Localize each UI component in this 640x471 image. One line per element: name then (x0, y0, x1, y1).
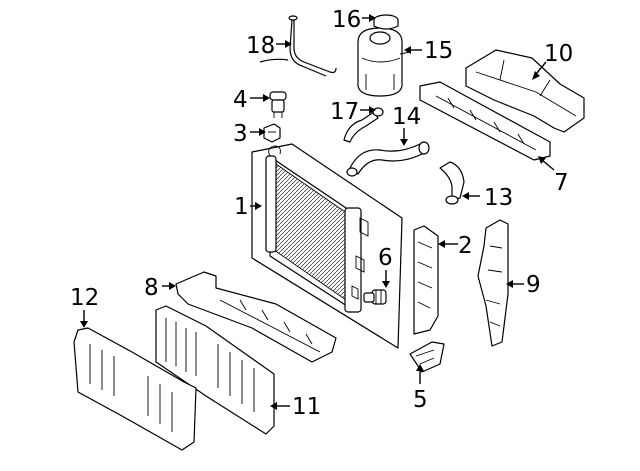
callout-11: 11 (292, 394, 321, 420)
mounting-clip (263, 123, 281, 143)
lower-bracket (409, 341, 445, 373)
callout-16: 16 (332, 7, 361, 33)
callout-12: 12 (70, 285, 99, 311)
callout-10: 10 (544, 41, 573, 67)
callout-18: 18 (246, 33, 275, 59)
lower-radiator-hose (439, 161, 465, 205)
callout-labels: 1 2 3 4 5 6 7 8 9 10 11 12 13 14 15 16 1… (70, 7, 573, 420)
drain-plug (363, 289, 387, 305)
rubber-mount (269, 91, 287, 118)
shutter-frame (73, 327, 197, 451)
air-shutter-assembly (155, 305, 275, 435)
side-air-guide-left (413, 225, 439, 335)
callout-15: 15 (424, 38, 453, 64)
callout-2: 2 (458, 233, 473, 259)
upper-radiator-hose (346, 141, 430, 177)
callout-5: 5 (413, 387, 428, 413)
upper-support-panel (419, 81, 551, 161)
overflow-hose (259, 15, 337, 77)
callout-8: 8 (144, 275, 159, 301)
expansion-tank-cap (373, 14, 399, 30)
callout-6: 6 (378, 245, 393, 271)
callout-1: 1 (234, 194, 249, 220)
upper-air-duct (465, 49, 585, 133)
callout-9: 9 (526, 272, 541, 298)
callout-17: 17 (330, 99, 359, 125)
expansion-tank (357, 27, 411, 97)
radiator (251, 143, 403, 349)
lower-air-guide (175, 271, 337, 363)
callout-3: 3 (233, 121, 248, 147)
callout-7: 7 (554, 170, 569, 196)
side-air-guide-right (477, 219, 509, 347)
callout-14: 14 (392, 104, 421, 130)
callout-4: 4 (233, 87, 248, 113)
leader-lines (80, 14, 555, 410)
callout-13: 13 (484, 185, 513, 211)
